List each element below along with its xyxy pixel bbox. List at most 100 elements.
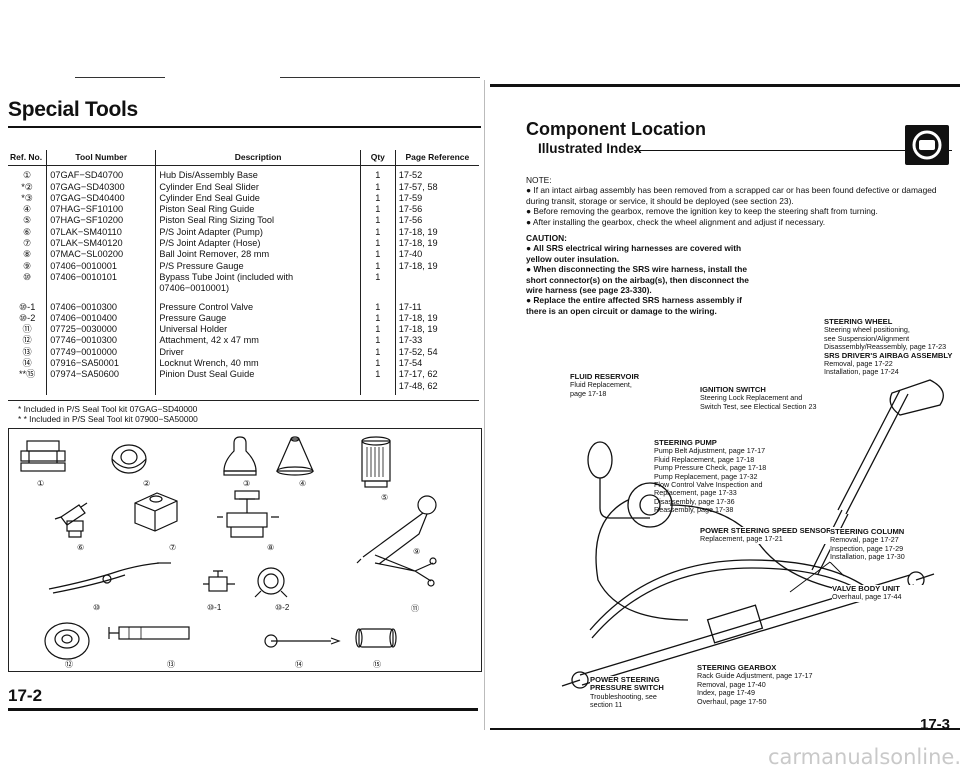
tool-number-line: 07406−0010300 [50, 301, 117, 312]
callout-title: IGNITION SWITCH [700, 385, 766, 394]
description-line: Universal Holder [159, 324, 228, 335]
bottom-rule-right [490, 728, 960, 730]
callout-line: Installation, page 17-30 [830, 552, 905, 562]
qty-line: 1 [375, 238, 381, 249]
seal-guide-icon [223, 436, 257, 476]
callout-steering-column: STEERING COLUMN Removal, page 17-27 Insp… [830, 527, 940, 562]
tools-illustration-panel: ① ② ③ ④ ⑤ ⑥ ⑦ ⑧ ⑨ ⑩ ⑩-1 ⑩-2 ⑪ ⑫ ⑬ ⑭ ⑮ [8, 428, 482, 672]
tool-label: ⑥ [77, 543, 85, 552]
page-ref-line: 17-18, 19 [398, 260, 438, 271]
page-ref-line: 17-40 [398, 249, 423, 260]
tool-label: ⑧ [267, 543, 275, 552]
ref-line: ⑦ [23, 238, 32, 249]
page-ref-line: 17-52 [398, 170, 423, 181]
callout-line: Switch Test, see Electical Section 23 [700, 401, 817, 411]
header-qty: Qty [359, 150, 396, 167]
ref-line: ⑪ [22, 324, 32, 335]
callout-title: FLUID RESERVOIR [570, 372, 640, 381]
description-line: Pressure Gauge [159, 312, 227, 323]
page-ref-line: 17-59 [398, 192, 423, 203]
callout-valve-body: VALVE BODY UNIT Overhaul, page 17-44 [832, 584, 932, 602]
description-line: P/S Joint Adapter (Hose) [159, 238, 261, 249]
qty-line: 1 [375, 226, 381, 237]
qty-line: 1 [375, 301, 381, 312]
ref-line: ⑥ [23, 226, 32, 237]
note-heading: NOTE: [526, 175, 552, 185]
table-header-row: Ref. No. Tool Number Description Qty Pag… [8, 150, 479, 167]
tool-label: ⑮ [373, 660, 381, 669]
callout-steering-wheel: STEERING WHEEL Steering wheel positionin… [824, 317, 954, 377]
tool-number-line: 07406−0010400 [50, 312, 117, 323]
callout-line: Replacement, page 17-21 [700, 534, 783, 544]
description-line: Attachment, 42 x 47 mm [159, 335, 259, 346]
bottom-rule-left [8, 708, 478, 711]
steering-system-diagram [561, 379, 944, 689]
locknut-wrench-icon [264, 634, 341, 648]
tool-number-line: 07916−SA50001 [50, 358, 119, 369]
component-location-title: Component Location [526, 119, 706, 139]
joint-adapter-pump-icon [54, 502, 88, 538]
tool-number-line: 07406−0010001 [50, 260, 117, 271]
pressure-gauge-icon [356, 495, 437, 565]
title-rule [8, 126, 481, 128]
page-ref-line: 17-52, 54 [398, 346, 438, 357]
tool-label: ⑬ [167, 660, 175, 669]
illustrated-index-subtitle: Illustrated Index [538, 141, 642, 156]
qty-line: 1 [375, 324, 381, 335]
callout-title: VALVE BODY UNIT [832, 584, 900, 593]
special-tools-table: Ref. No. Tool Number Description Qty Pag… [8, 150, 479, 395]
callout-line: Pump Replacement, page 17-32 [654, 471, 758, 481]
callout-line: Overhaul, page 17-44 [832, 592, 902, 602]
header-tool-number: Tool Number [46, 150, 156, 167]
page-ref-line: 17-57, 58 [398, 181, 438, 192]
callout-ignition-switch: IGNITION SWITCH Steering Lock Replacemen… [700, 385, 885, 411]
callout-line: Pump Belt Adjustment, page 17-17 [654, 446, 766, 456]
callout-title: STEERING COLUMN [830, 527, 905, 536]
watermark: carmanualsonline.info [768, 745, 960, 769]
header-page-reference: Page Reference [394, 150, 479, 167]
callout-line: Fluid Replacement, page 17-18 [654, 454, 755, 464]
tool-number-line: 07GAG−SD40400 [50, 192, 125, 203]
tool-label: ⑫ [65, 660, 73, 669]
ball-joint-remover-icon [217, 490, 279, 538]
tool-number-line: 07HAG−SF10200 [50, 215, 124, 226]
callout-title: SRS DRIVER'S AIRBAG ASSEMBLY [824, 350, 953, 360]
callout-line: Troubleshooting, see [590, 691, 657, 701]
page-ref-line: 17-54 [398, 358, 423, 369]
callout-title: STEERING GEARBOX [697, 663, 777, 672]
page-ref-line: 17-17, 62 [398, 369, 438, 380]
tool-label: ① [37, 479, 45, 488]
pressure-gauge-2-icon [254, 567, 288, 598]
page-ref-line: 17-33 [398, 335, 423, 346]
universal-holder-icon [374, 554, 437, 587]
tool-label: ⑩-1 [207, 603, 222, 612]
ref-line: **⑮ [18, 369, 36, 380]
ring-guide-icon [276, 436, 314, 476]
ref-line: *③ [21, 192, 34, 203]
table-bottom-rule [8, 400, 479, 401]
callout-pressure-switch: POWER STEERING PRESSURE SWITCH Troublesh… [590, 675, 670, 710]
description-line: P/S Pressure Gauge [159, 260, 244, 271]
callout-line: Rack Guide Adjustment, page 17-17 [697, 671, 813, 681]
ref-line: ④ [23, 204, 32, 215]
tool-label: ⑩ [93, 603, 101, 612]
callout-title: STEERING PUMP [654, 438, 717, 447]
callout-line: Removal, page 17-22 [824, 359, 893, 369]
callout-line: Index, page 17-49 [697, 688, 755, 698]
tool-label: ④ [299, 479, 307, 488]
callout-line: Inspection, page 17-29 [830, 543, 904, 553]
qty-line: 1 [375, 358, 381, 369]
caution-block: CAUTION: ● All SRS electrical wiring har… [526, 233, 764, 316]
description-line: Cylinder End Seal Slider [159, 181, 259, 192]
callout-title: POWER STEERING SPEED SENSOR [700, 526, 832, 535]
ref-line: ⑨ [23, 260, 32, 271]
description-line: Bypass Tube Joint (included with 07406−0… [159, 271, 294, 294]
joint-adapter-hose-icon [134, 492, 178, 532]
